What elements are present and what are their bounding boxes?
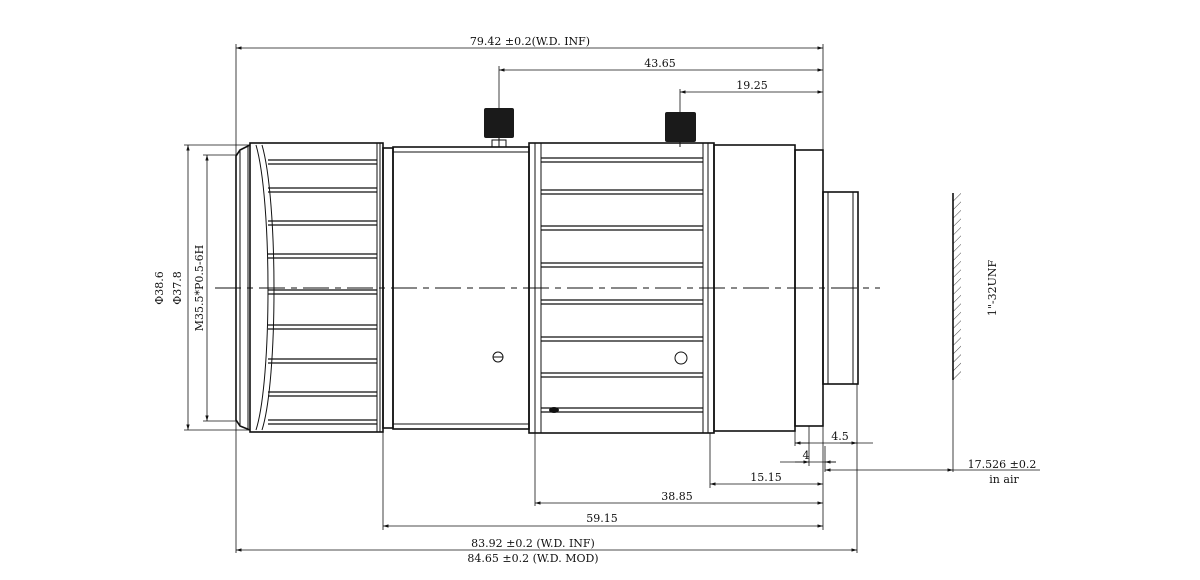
front-grip-ring [249,142,384,433]
outer-diameter-label: Φ38.6 [153,271,166,305]
knob-to-mount-label: 19.25 [736,79,768,92]
rear-barrel-label: 15.15 [750,471,782,484]
mount-thread-label: 1"-32UNF [986,259,999,316]
dimension-lines [184,44,1040,553]
front-barrel-label: 59.15 [586,512,618,525]
overall-inf-label: 83.92 ±0.2 (W.D. INF) [471,537,595,550]
dimension-labels: 79.42 ±0.2(W.D. INF) 43.65 19.25 Φ38.6 Φ… [153,35,1036,565]
aperture-index-mark [674,351,688,365]
dot-mark [549,407,559,413]
filter-thread-label: M35.5*P0.5-6H [193,245,206,331]
lens-body [215,108,880,434]
overall-mod-label: 84.65 ±0.2 (W.D. MOD) [467,552,598,565]
back-focus-note: in air [989,473,1019,486]
image-plane [952,193,961,380]
back-focus-label: 17.526 ±0.2 [968,458,1037,471]
locking-screw-right[interactable] [665,112,696,147]
rear-ring-label: 38.85 [661,490,693,503]
locking-screw-left[interactable] [484,108,514,148]
total-length-label: 79.42 ±0.2(W.D. INF) [470,35,590,48]
flange-4-label: 4 [803,449,810,462]
flange-4-5-label: 4.5 [831,430,849,443]
screw-to-mount-label: 43.65 [644,57,676,70]
inner-diameter-label: Φ37.8 [171,271,184,305]
